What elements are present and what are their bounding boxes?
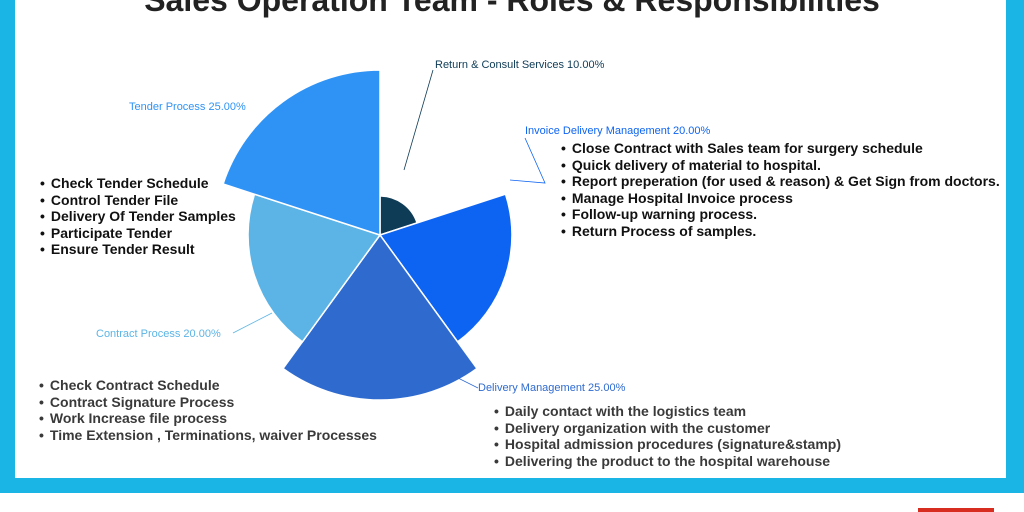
contract-duties-list: Check Contract Schedule Contract Signatu… [39, 377, 377, 443]
slice-label: Tender Process 25.00% [129, 101, 246, 113]
slice-label: Return & Consult Services 10.00% [435, 59, 605, 71]
list-item: Daily contact with the logistics team [494, 403, 841, 420]
list-item: Delivery organization with the customer [494, 420, 841, 437]
list-item: Check Contract Schedule [39, 377, 377, 394]
list-item: Control Tender File [40, 192, 236, 209]
brand-badge [918, 508, 994, 512]
page-title: Sales Operation Team - Roles & Responsib… [144, 0, 880, 18]
list-item: Return Process of samples. [561, 223, 1000, 240]
leader-line [509, 137, 546, 184]
list-item: Delivering the product to the hospital w… [494, 453, 841, 470]
list-item: Contract Signature Process [39, 394, 377, 411]
slice-label: Delivery Management 25.00% [478, 382, 626, 394]
list-item: Ensure Tender Result [40, 241, 236, 258]
invoice-duties-list: Close Contract with Sales team for surge… [561, 140, 1000, 240]
list-item: Delivery Of Tender Samples [40, 208, 236, 225]
pie-slice-contract-process [247, 193, 382, 343]
pie-slice-tender-process [222, 69, 381, 237]
list-item: Hospital admission procedures (signature… [494, 436, 841, 453]
slice-label: Invoice Delivery Management 20.00% [525, 125, 710, 137]
list-item: Participate Tender [40, 225, 236, 242]
list-item: Manage Hospital Invoice process [561, 190, 1000, 207]
tender-duties-list: Check Tender Schedule Control Tender Fil… [40, 175, 236, 258]
pie-slice-invoice-delivery-management [378, 193, 513, 343]
list-item: Check Tender Schedule [40, 175, 236, 192]
list-item: Close Contract with Sales team for surge… [561, 140, 1000, 157]
delivery-duties-list: Daily contact with the logistics team De… [494, 403, 841, 469]
list-item: Work Increase file process [39, 410, 377, 427]
list-item: Time Extension , Terminations, waiver Pr… [39, 427, 377, 444]
list-item: Follow-up warning process. [561, 206, 1000, 223]
slice-label: Contract Process 20.00% [96, 328, 221, 340]
list-item: Report preperation (for used & reason) &… [561, 173, 1000, 190]
list-item: Quick delivery of material to hospital. [561, 157, 1000, 174]
leader-line [232, 312, 273, 334]
leader-line [403, 69, 434, 171]
leader-line [457, 377, 479, 389]
